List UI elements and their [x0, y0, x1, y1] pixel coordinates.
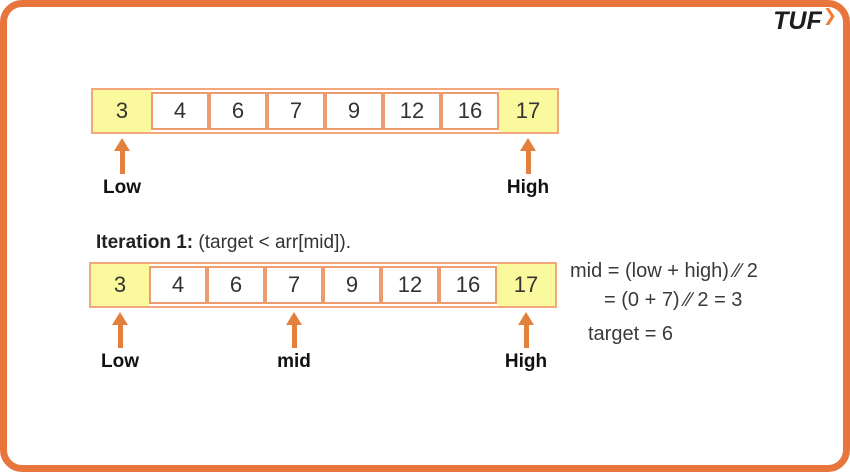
array-cell-6: 16 [441, 92, 499, 130]
chevron-right-icon: ❯ [822, 6, 837, 25]
arrow-shaft [291, 325, 297, 348]
array-cell-6: 16 [439, 266, 497, 304]
array-cell-7: 17 [497, 264, 555, 306]
pointer-mid: mid [264, 312, 324, 373]
array-cell-1: 4 [151, 92, 209, 130]
array-cell-1: 4 [149, 266, 207, 304]
iteration-title: Iteration 1: [96, 232, 194, 253]
pointer-label: mid [277, 351, 311, 372]
pointer-label: High [504, 351, 548, 372]
mid-calculation: mid = (low + high) ∕∕ 2 = (0 + 7) ∕∕ 2 =… [570, 257, 758, 349]
up-arrow-icon [114, 138, 130, 174]
array-cell-3: 7 [267, 92, 325, 130]
pointer-high: High [498, 138, 558, 199]
up-arrow-icon [520, 138, 536, 174]
arrow-shaft [525, 151, 531, 174]
pointer-low: Low [92, 138, 152, 199]
pointer-low: Low [90, 312, 150, 373]
pointer-high: High [496, 312, 556, 373]
array-cell-3: 7 [265, 266, 323, 304]
target-value-line: target = 6 [588, 323, 674, 345]
array-cell-2: 6 [207, 266, 265, 304]
up-arrow-icon [112, 312, 128, 348]
pointer-label: Low [103, 177, 141, 198]
array-cell-4: 9 [323, 266, 381, 304]
pointer-label: Low [101, 351, 139, 372]
array-cell-0: 3 [91, 264, 149, 306]
tuf-logo: TUF ❯ [773, 7, 837, 36]
tuf-logo-text: TUF [773, 7, 822, 35]
arrow-head [518, 312, 534, 325]
iteration-condition: (target < arr[mid]). [193, 232, 351, 253]
arrow-head [114, 138, 130, 151]
up-arrow-icon [518, 312, 534, 348]
pointer-label: High [506, 177, 550, 198]
array-cell-5: 12 [381, 266, 439, 304]
arrow-head [112, 312, 128, 325]
up-arrow-icon [286, 312, 302, 348]
arrow-shaft [523, 325, 529, 348]
arrow-shaft [117, 325, 123, 348]
array-cell-4: 9 [325, 92, 383, 130]
iteration-caption: Iteration 1: (target < arr[mid]). [96, 232, 351, 254]
array-cell-5: 12 [383, 92, 441, 130]
array-cell-0: 3 [93, 90, 151, 132]
array-cell-7: 17 [499, 90, 557, 132]
arrow-head [520, 138, 536, 151]
arrow-shaft [119, 151, 125, 174]
mid-result-line: = (0 + 7) ∕∕ 2 = 3 [604, 289, 743, 311]
array-cell-2: 6 [209, 92, 267, 130]
mid-formula-line: mid = (low + high) ∕∕ 2 [570, 260, 758, 282]
arrow-head [286, 312, 302, 325]
